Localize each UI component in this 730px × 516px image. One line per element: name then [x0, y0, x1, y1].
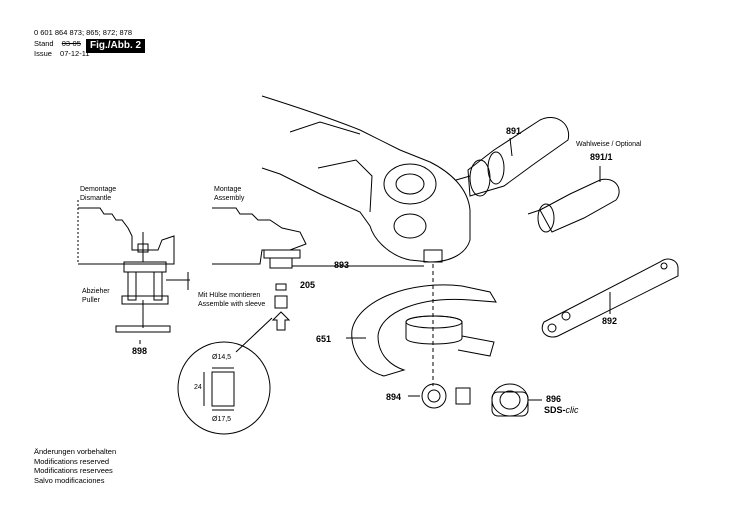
puller-de: Abzieher: [82, 288, 110, 295]
footer-de: Änderungen vorbehalten: [34, 447, 117, 456]
assembly-note: Mit Hülse montieren Assemble with sleeve: [198, 292, 265, 309]
up-arrow: [271, 311, 291, 331]
clic-text: clic: [565, 405, 579, 415]
part-numbers: 0 601 864 873; 865; 872; 878: [34, 28, 133, 37]
stand-value: 03-05: [61, 39, 81, 48]
side-handle-891-1: [527, 178, 620, 233]
stand-row: Stand 03-05: [34, 39, 81, 49]
flange-894: [421, 383, 471, 409]
issue-value: 07-12-11: [60, 49, 90, 58]
wheel-guard: [351, 284, 497, 377]
puller-tool: [115, 232, 190, 344]
footer-notes: Änderungen vorbehalten Modifications res…: [34, 447, 116, 485]
puller-en: Puller: [82, 296, 100, 304]
dia-top: Ø14,5: [212, 354, 232, 361]
sds-clic-logo: SDS-clic: [544, 405, 579, 415]
sleeve-shape: [274, 295, 288, 309]
optional-label: Wahlweise / Optional: [576, 141, 642, 148]
part-892: 892: [602, 316, 618, 326]
demontage-title: Demontage Dismantle: [80, 186, 116, 203]
part-898: 898: [132, 346, 148, 356]
montage-en: Assembly: [214, 194, 245, 202]
title-en: Dismantle: [80, 194, 112, 202]
puller-label: Abzieher Puller: [82, 288, 110, 305]
part-891: 891: [506, 126, 522, 136]
note-de: Mit Hülse montieren: [198, 292, 261, 299]
assembly-gear-head: [212, 207, 326, 269]
height-24: 24: [194, 384, 202, 391]
footer-es: Salvo modificaciones: [34, 475, 105, 485]
montage-de: Montage: [214, 186, 242, 193]
dia-bottom: Ø17,5: [212, 416, 232, 423]
part-205-shape: [275, 283, 287, 291]
part-891-1: 891/1: [590, 152, 613, 162]
figure-badge: Fig./Abb. 2: [86, 39, 146, 53]
part-896: 896: [546, 394, 562, 404]
side-handle-891: [455, 117, 570, 197]
sds-text: SDS-: [544, 405, 566, 415]
issue-row: Issue 07-12-11: [34, 49, 90, 59]
montage-title: Montage Assembly: [214, 186, 244, 203]
part-893: 893: [334, 260, 350, 270]
clamping-nut-896: [491, 383, 529, 417]
part-205: 205: [300, 280, 316, 290]
part-651: 651: [316, 334, 332, 344]
note-en: Assemble with sleeve: [198, 300, 266, 308]
title-de: Demontage: [80, 186, 117, 193]
footer-fr: Modifications reservees: [34, 466, 113, 476]
issue-label: Issue: [34, 49, 52, 58]
sleeve-detail: [177, 341, 271, 435]
spanner-892: [541, 258, 679, 338]
angle-grinder: [261, 95, 471, 263]
stand-label: Stand: [34, 39, 54, 48]
part-894: 894: [386, 392, 402, 402]
dismantle-gear-head: [77, 200, 175, 265]
footer-en: Modifications reserved: [34, 456, 110, 466]
